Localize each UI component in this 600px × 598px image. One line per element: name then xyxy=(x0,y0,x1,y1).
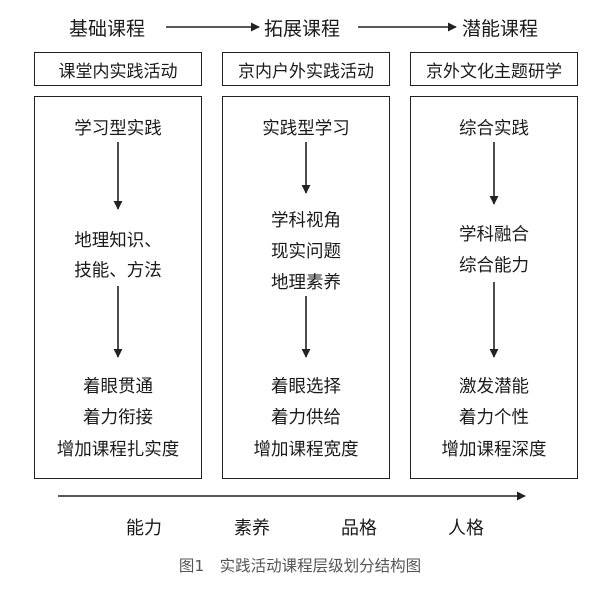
column-bottom-line: 增加课程扎实度 xyxy=(56,440,180,460)
quality-label: 能力 xyxy=(126,518,162,539)
column-middle-line: 现实问题 xyxy=(271,242,341,262)
stage-title-basic: 基础课程 xyxy=(69,18,146,40)
stage-title-potential: 潜能课程 xyxy=(462,18,539,40)
quality-label: 人格 xyxy=(448,518,484,539)
column-middle-line: 学科融合 xyxy=(459,225,529,245)
column-middle-line: 地理素养 xyxy=(271,273,341,293)
column-bottom-line: 增加课程宽度 xyxy=(253,440,359,460)
subheader-in-class: 课堂内实践活动 xyxy=(34,52,202,86)
column-middle-line: 技能、方法 xyxy=(74,261,162,281)
stage-title-extended: 拓展课程 xyxy=(264,18,341,40)
column-middle-line: 综合能力 xyxy=(459,256,529,276)
column-bottom-line: 着力供给 xyxy=(271,408,341,428)
quality-label: 品格 xyxy=(341,518,377,539)
column-bottom-line: 增加课程深度 xyxy=(441,440,547,460)
column-middle-line: 地理知识、 xyxy=(74,231,162,251)
subheader-study-tour: 京外文化主题研学 xyxy=(410,52,578,86)
column-bottom-line: 着力个性 xyxy=(459,408,529,428)
figure-caption: 图1 实践活动课程层级划分结构图 xyxy=(178,557,422,575)
subheader-outdoor-local: 京内户外实践活动 xyxy=(222,52,390,86)
column-bottom-line: 着眼选择 xyxy=(271,377,341,397)
quality-label: 素养 xyxy=(234,518,270,539)
column-extended: 实践型学习 学科视角 现实问题 地理素养 着眼选择 着力供给 增加课程宽度 xyxy=(222,96,390,479)
column-bottom-line: 激发潜能 xyxy=(459,377,529,397)
column-bottom-line: 着力衔接 xyxy=(83,408,153,428)
column-top-label: 实践型学习 xyxy=(262,119,350,139)
column-top-label: 综合实践 xyxy=(459,119,529,139)
column-middle-line: 学科视角 xyxy=(271,211,341,231)
column-top-label: 学习型实践 xyxy=(74,119,162,139)
column-bottom-line: 着眼贯通 xyxy=(83,377,153,397)
